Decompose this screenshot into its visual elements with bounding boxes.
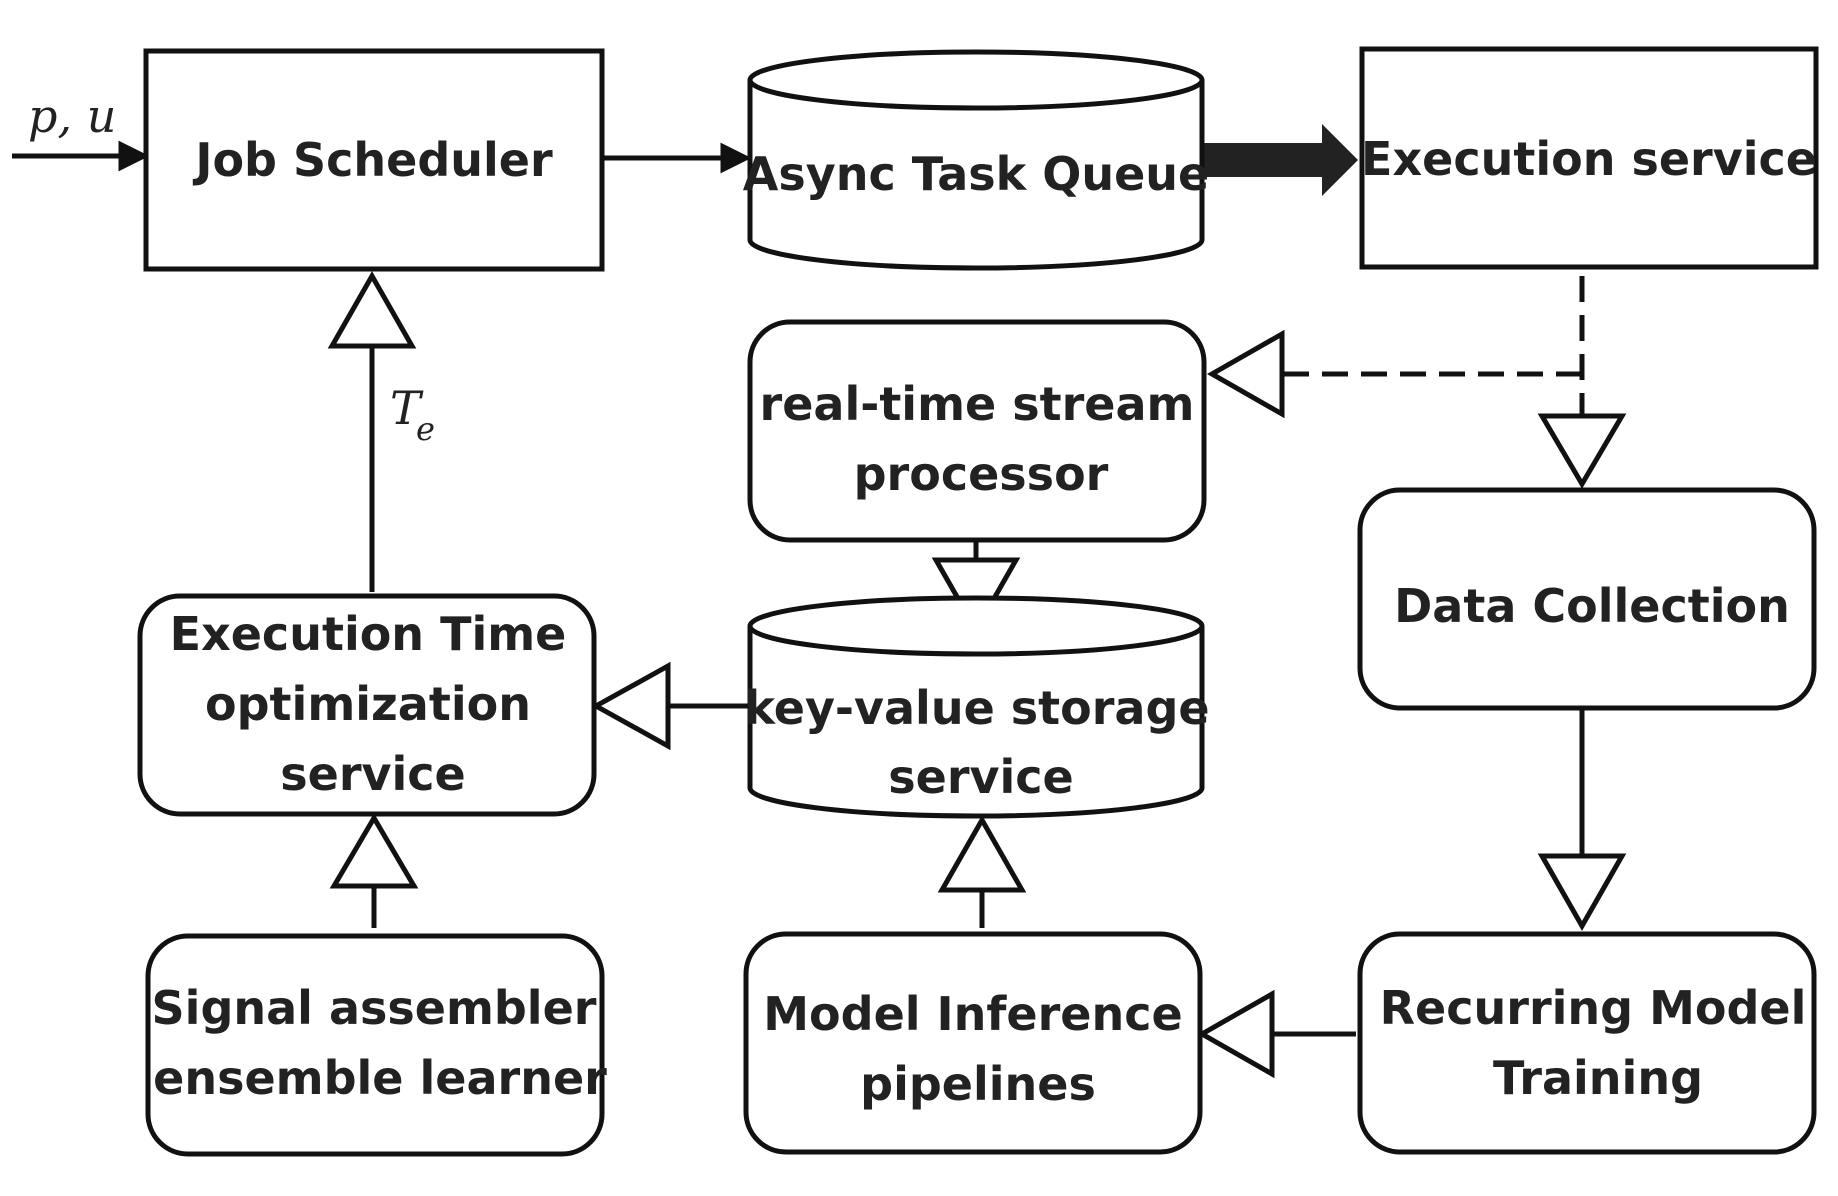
execution-service-label: Execution service <box>1361 132 1817 186</box>
node-job-scheduler: Job Scheduler <box>143 48 605 272</box>
edge-input-to-job-scheduler <box>12 140 150 172</box>
async-task-queue-label: Async Task Queue <box>743 147 1209 201</box>
node-signal-assembler: Signal assembler ensemble learner <box>145 933 607 1157</box>
edge-kv-to-exec-time-opt <box>590 661 748 751</box>
edge-inference-to-kv-storage <box>937 814 1027 928</box>
node-async-task-queue: Async Task Queue <box>743 49 1209 271</box>
edge-queue-to-execution-service <box>1200 124 1358 196</box>
edge-stream-to-kv-storage <box>931 542 1021 636</box>
label-t-e-base: T <box>390 381 424 435</box>
node-exec-time-optimization: Execution Time optimization service <box>137 593 597 817</box>
signal-assembler-label-2: ensemble learner <box>153 1051 607 1105</box>
label-t-e: T e <box>390 381 435 448</box>
edge-data-collection-to-training <box>1537 710 1627 932</box>
exec-time-opt-label-2: optimization <box>205 677 531 731</box>
model-inference-label-2: pipelines <box>860 1057 1096 1111</box>
recurring-training-label-1: Recurring Model <box>1380 981 1807 1035</box>
job-scheduler-label: Job Scheduler <box>192 133 553 187</box>
node-recurring-model-training: Recurring Model Training <box>1357 931 1817 1155</box>
kv-storage-label-2: service <box>888 750 1073 804</box>
stream-processor-label-2: processor <box>854 447 1109 501</box>
edge-execution-to-stream-processor <box>1206 329 1582 419</box>
edge-training-to-inference <box>1196 989 1356 1079</box>
edge-scheduler-to-queue <box>603 142 752 174</box>
edge-signal-to-exec-time-opt <box>329 813 419 928</box>
node-kv-storage: key-value storage service <box>744 595 1210 819</box>
node-model-inference: Model Inference pipelines <box>743 931 1203 1155</box>
stream-processor-label-1: real-time stream <box>760 377 1195 431</box>
exec-time-opt-label-3: service <box>280 747 465 801</box>
node-data-collection: Data Collection <box>1357 487 1817 711</box>
edge-execution-to-data-collection <box>1537 276 1627 489</box>
edge-exec-time-opt-to-scheduler <box>327 270 417 592</box>
node-execution-service: Execution service <box>1359 46 1819 270</box>
signal-assembler-label-1: Signal assembler <box>152 981 597 1035</box>
label-t-e-subscript: e <box>416 410 435 448</box>
node-stream-processor: real-time stream processor <box>747 319 1207 543</box>
model-inference-label-1: Model Inference <box>763 987 1182 1041</box>
recurring-training-label-2: Training <box>1493 1051 1703 1105</box>
input-label-p-u: p, u <box>28 89 116 143</box>
exec-time-opt-label-1: Execution Time <box>170 607 567 661</box>
data-collection-label: Data Collection <box>1394 579 1790 633</box>
kv-storage-label-1: key-value storage <box>744 681 1209 735</box>
